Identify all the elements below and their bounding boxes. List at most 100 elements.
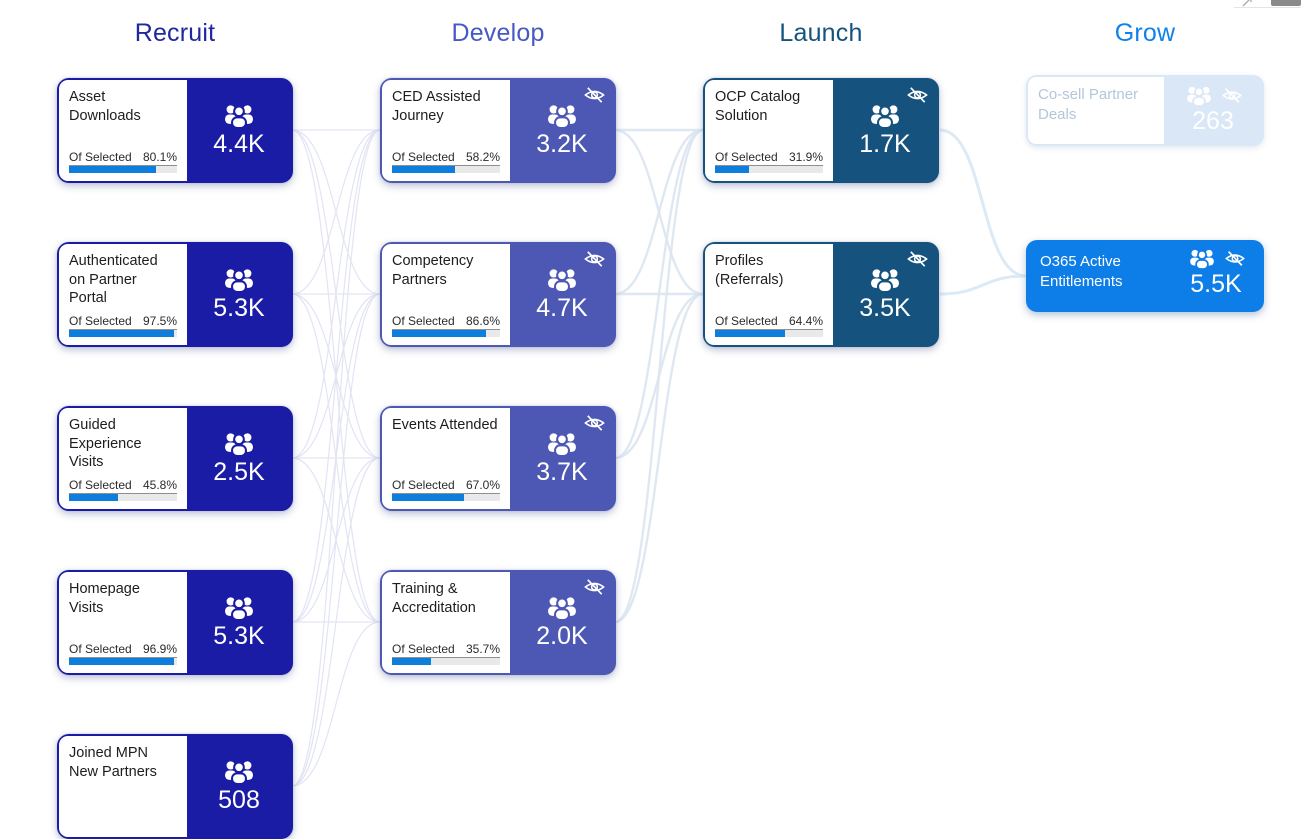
- progress-track: [715, 329, 823, 337]
- card-value: 263: [1192, 107, 1234, 135]
- people-icon: [225, 597, 253, 620]
- progress-track: [69, 329, 177, 337]
- progress-track: [69, 493, 177, 501]
- eye-hidden-icon[interactable]: [583, 86, 606, 104]
- links-recruit-develop: [291, 129, 381, 787]
- of-selected-label: Of Selected: [392, 314, 455, 328]
- card-asset-downloads[interactable]: Asset Downloads Of Selected 80.1% 4.4K: [57, 78, 293, 183]
- eye-hidden-icon[interactable]: [906, 86, 929, 104]
- progress-track: [715, 165, 823, 173]
- of-selected-pct: 35.7%: [465, 642, 500, 656]
- eye-hidden-icon[interactable]: [1221, 87, 1243, 104]
- card-title: Competency Partners: [392, 253, 474, 288]
- of-selected-pct: 58.2%: [465, 150, 500, 164]
- of-selected-pct: 64.4%: [788, 314, 823, 328]
- card-o365-active-entitlements[interactable]: O365 Active Entitlements 5.5K: [1026, 240, 1264, 312]
- progress-fill: [69, 330, 175, 337]
- card-value: 508: [218, 786, 260, 814]
- people-icon: [548, 105, 576, 128]
- people-icon: [548, 597, 576, 620]
- people-icon: [548, 269, 576, 292]
- of-selected-label: Of Selected: [69, 478, 132, 492]
- card-value: 2.5K: [213, 458, 265, 486]
- card-cosell-partner-deals[interactable]: Co-sell Partner Deals 263: [1026, 75, 1264, 146]
- card-value: 2.0K: [536, 622, 588, 650]
- card-title: Asset Downloads: [69, 89, 141, 124]
- of-selected-label: Of Selected: [715, 314, 778, 328]
- of-selected-pct: 97.5%: [142, 314, 177, 328]
- card-value: 3.7K: [536, 458, 588, 486]
- of-selected-pct: 45.8%: [142, 478, 177, 492]
- eye-hidden-icon[interactable]: [583, 250, 606, 268]
- card-events-attended[interactable]: Events Attended Of Selected 67.0% 3.7K: [380, 406, 616, 511]
- card-joined-mpn-new-partners[interactable]: Joined MPN New Partners 508: [57, 734, 293, 839]
- people-icon: [548, 433, 576, 456]
- card-training-accreditation[interactable]: Training & Accreditation Of Selected 35.…: [380, 570, 616, 675]
- of-selected-pct: 86.6%: [465, 314, 500, 328]
- card-title: Co-sell Partner Deals: [1038, 86, 1139, 123]
- people-icon: [225, 269, 253, 292]
- more-options-bar[interactable]: [1271, 0, 1301, 6]
- of-selected-pct: 80.1%: [142, 150, 177, 164]
- card-title: Authenticated on Partner Portal: [69, 253, 158, 307]
- of-selected-label: Of Selected: [392, 478, 455, 492]
- card-title: Training & Accreditation: [392, 581, 476, 616]
- card-title: O365 Active Entitlements: [1040, 253, 1123, 291]
- card-value: 5.3K: [213, 622, 265, 650]
- links-develop-launch: [614, 128, 704, 624]
- card-competency-partners[interactable]: Competency Partners Of Selected 86.6% 4.…: [380, 242, 616, 347]
- card-homepage-visits[interactable]: Homepage Visits Of Selected 96.9% 5.3K: [57, 570, 293, 675]
- of-selected-label: Of Selected: [69, 314, 132, 328]
- of-selected-pct: 67.0%: [465, 478, 500, 492]
- progress-fill: [392, 166, 455, 173]
- eye-hidden-icon[interactable]: [906, 250, 929, 268]
- card-title: Guided Experience Visits: [69, 417, 142, 471]
- eye-hidden-icon[interactable]: [583, 578, 606, 596]
- links-launch-grow: [939, 128, 1027, 296]
- people-icon: [871, 269, 899, 292]
- card-value: 5.5K: [1190, 270, 1242, 298]
- progress-track: [392, 165, 500, 173]
- card-title: CED Assisted Journey: [392, 89, 481, 124]
- progress-track: [392, 493, 500, 501]
- progress-fill: [715, 166, 750, 173]
- eye-hidden-icon[interactable]: [583, 414, 606, 432]
- funnel-connectors: [291, 128, 1027, 787]
- progress-track: [392, 657, 500, 665]
- card-value: 1.7K: [859, 130, 911, 158]
- people-icon: [1186, 86, 1211, 106]
- people-icon: [1189, 249, 1214, 269]
- people-icon: [871, 105, 899, 128]
- progress-fill: [69, 494, 119, 501]
- of-selected-label: Of Selected: [392, 150, 455, 164]
- people-icon: [225, 105, 253, 128]
- people-icon: [225, 761, 253, 784]
- card-title: Profiles (Referrals): [715, 253, 784, 288]
- card-guided-experience-visits[interactable]: Guided Experience Visits Of Selected 45.…: [57, 406, 293, 511]
- people-icon: [225, 433, 253, 456]
- progress-fill: [69, 166, 156, 173]
- of-selected-label: Of Selected: [69, 642, 132, 656]
- eye-hidden-icon[interactable]: [1224, 250, 1246, 267]
- column-header-develop: Develop: [451, 19, 545, 47]
- column-header-grow: Grow: [1114, 19, 1176, 47]
- focus-mode-icon[interactable]: [1241, 0, 1253, 8]
- progress-fill: [392, 330, 486, 337]
- card-title: OCP Catalog Solution: [715, 89, 801, 124]
- of-selected-label: Of Selected: [69, 150, 132, 164]
- of-selected-pct: 31.9%: [788, 150, 823, 164]
- of-selected-label: Of Selected: [392, 642, 455, 656]
- progress-track: [392, 329, 500, 337]
- card-title: Joined MPN New Partners: [69, 745, 157, 780]
- progress-fill: [715, 330, 785, 337]
- progress-fill: [392, 658, 431, 665]
- progress-fill: [69, 658, 174, 665]
- card-ocp-catalog-solution[interactable]: OCP Catalog Solution Of Selected 31.9% 1…: [703, 78, 939, 183]
- card-title: Homepage Visits: [69, 581, 140, 616]
- card-profiles-referrals[interactable]: Profiles (Referrals) Of Selected 64.4% 3…: [703, 242, 939, 347]
- card-authenticated-partner-portal[interactable]: Authenticated on Partner Portal Of Selec…: [57, 242, 293, 347]
- column-header-launch: Launch: [779, 19, 863, 47]
- column-header-recruit: Recruit: [134, 19, 216, 47]
- card-ced-assisted-journey[interactable]: CED Assisted Journey Of Selected 58.2% 3…: [380, 78, 616, 183]
- card-value: 3.2K: [536, 130, 588, 158]
